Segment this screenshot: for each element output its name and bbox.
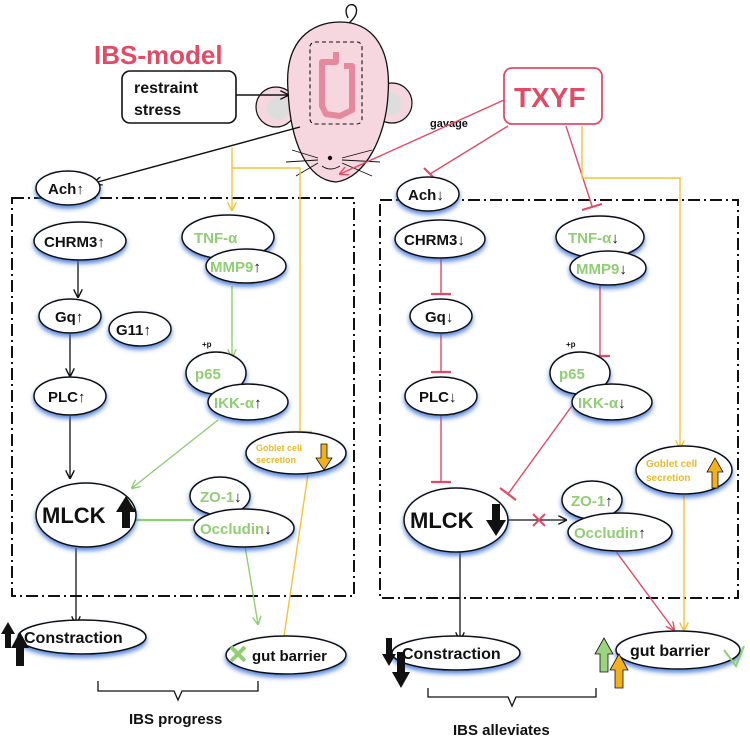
left-node-g11: G11↑ bbox=[108, 311, 172, 347]
right-node-occludin: Occludin↑ bbox=[567, 512, 673, 552]
restraint-stress-box bbox=[121, 70, 237, 124]
svg-text:Occludin↑: Occludin↑ bbox=[574, 525, 646, 542]
right-node-ach: Ach↓ bbox=[396, 176, 460, 212]
right-node-goblet: Goblet cell secretion bbox=[635, 445, 733, 495]
svg-text:MLCK: MLCK bbox=[42, 503, 106, 528]
right-node-p65: +p p65 bbox=[549, 340, 611, 395]
svg-text:Gq↓: Gq↓ bbox=[425, 309, 453, 326]
left-node-goblet: Goblet cell secretion bbox=[245, 431, 347, 475]
contraction-up-arrow-large-icon bbox=[11, 632, 29, 666]
svg-text:CHRM3↑: CHRM3↑ bbox=[44, 234, 105, 251]
left-node-chrm3: CHRM3↑ bbox=[33, 221, 127, 261]
left-node-contraction: Constraction bbox=[1, 619, 147, 666]
svg-text:Occludin↓: Occludin↓ bbox=[200, 521, 272, 538]
svg-text:ZO-1↓: ZO-1↓ bbox=[200, 489, 242, 506]
right-panel-frame bbox=[379, 199, 739, 599]
svg-text:p65: p65 bbox=[559, 366, 585, 383]
svg-text:+p: +p bbox=[202, 340, 212, 349]
svg-text:Goblet cell: Goblet cell bbox=[646, 459, 697, 470]
svg-text:Goblet cell: Goblet cell bbox=[256, 443, 302, 453]
svg-text:gut barrier: gut barrier bbox=[252, 648, 327, 665]
left-caption: IBS progress bbox=[129, 711, 222, 728]
model-title: IBS-model bbox=[94, 40, 223, 70]
left-node-plc: PLC↑ bbox=[33, 376, 107, 416]
svg-text:PLC↓: PLC↓ bbox=[419, 389, 457, 406]
left-caption-group: IBS progress bbox=[97, 681, 259, 728]
right-node-mlck: MLCK bbox=[403, 487, 509, 553]
contraction-down-arrow-small-icon bbox=[382, 638, 396, 666]
right-node-mmp9: MMP9↓ bbox=[569, 250, 647, 286]
right-node-gq: Gq↓ bbox=[409, 298, 473, 334]
right-node-gut-barrier: gut barrier bbox=[594, 630, 745, 689]
goblet-down-arrow-icon bbox=[315, 443, 333, 471]
right-node-contraction: Constraction bbox=[382, 635, 521, 688]
svg-text:MMP9↓: MMP9↓ bbox=[576, 261, 627, 278]
mlck-down-arrow-icon bbox=[486, 504, 506, 536]
svg-text:ZO-1↑: ZO-1↑ bbox=[571, 493, 613, 510]
svg-text:secretion: secretion bbox=[256, 455, 296, 465]
left-connectors bbox=[70, 126, 312, 650]
left-node-gut-barrier: gut barrier bbox=[225, 635, 347, 675]
svg-text:MMP9↑: MMP9↑ bbox=[210, 259, 261, 276]
txyf-box bbox=[503, 67, 603, 125]
cross-icon bbox=[229, 645, 247, 663]
svg-text:IKK-α↓: IKK-α↓ bbox=[578, 395, 626, 412]
svg-text:PLC↑: PLC↑ bbox=[48, 389, 86, 406]
svg-text:G11↑: G11↑ bbox=[116, 322, 151, 339]
left-node-p65: +p p65 bbox=[185, 340, 247, 395]
right-node-chrm3: CHRM3↓ bbox=[394, 219, 486, 259]
svg-text:TNF-α: TNF-α bbox=[194, 230, 238, 247]
svg-text:Gq↑: Gq↑ bbox=[55, 309, 83, 326]
left-node-ach: Ach↑ bbox=[35, 170, 101, 206]
left-node-gq: Gq↑ bbox=[38, 298, 102, 334]
left-node-occludin: Occludin↓ bbox=[193, 508, 295, 548]
svg-text:TNF-α↓: TNF-α↓ bbox=[568, 230, 619, 247]
svg-text:CHRM3↓: CHRM3↓ bbox=[404, 232, 465, 249]
mouse-illustration bbox=[255, 4, 413, 183]
svg-text:Ach↓: Ach↓ bbox=[408, 187, 444, 204]
svg-text:+p: +p bbox=[566, 340, 576, 349]
check-mark-icon bbox=[723, 645, 745, 669]
right-caption-group: IBS alleviates bbox=[427, 688, 597, 739]
left-node-zo1: ZO-1↓ bbox=[189, 476, 251, 516]
goblet-up-arrow-icon bbox=[706, 457, 724, 489]
left-node-ikk: IKK-α↑ bbox=[207, 383, 289, 421]
left-node-mlck: MLCK bbox=[35, 482, 137, 548]
gavage-label: gavage bbox=[430, 118, 468, 130]
svg-text:Constraction: Constraction bbox=[24, 630, 123, 647]
contraction-down-arrow-large-icon bbox=[392, 652, 410, 688]
left-panel-frame bbox=[11, 197, 355, 597]
left-node-mmp9: MMP9↑ bbox=[205, 248, 287, 284]
txyf-title: TXYF bbox=[514, 82, 586, 113]
svg-text:Ach↑: Ach↑ bbox=[48, 181, 84, 198]
mlck-up-arrow-icon bbox=[116, 496, 136, 528]
right-node-ikk: IKK-α↓ bbox=[571, 383, 653, 421]
stress-label: stress bbox=[134, 102, 181, 119]
restraint-label: restraint bbox=[134, 80, 199, 97]
svg-text:p65: p65 bbox=[195, 366, 221, 383]
svg-text:IKK-α↑: IKK-α↑ bbox=[214, 395, 262, 412]
right-caption: IBS alleviates bbox=[453, 722, 550, 739]
left-node-tnf: TNF-α bbox=[181, 214, 275, 260]
barrier-up-arrow-yellow-icon bbox=[609, 653, 629, 689]
contraction-up-arrow-small-icon bbox=[1, 622, 15, 648]
svg-text:gut barrier: gut barrier bbox=[630, 643, 710, 660]
right-node-plc: PLC↓ bbox=[404, 376, 478, 416]
barrier-up-arrow-green-icon bbox=[594, 637, 614, 673]
svg-text:Constraction: Constraction bbox=[402, 646, 501, 663]
svg-text:secretion: secretion bbox=[646, 473, 690, 484]
model-header: IBS-model restraint stress TXYF gavage bbox=[94, 40, 603, 174]
svg-text:MLCK: MLCK bbox=[410, 508, 474, 533]
